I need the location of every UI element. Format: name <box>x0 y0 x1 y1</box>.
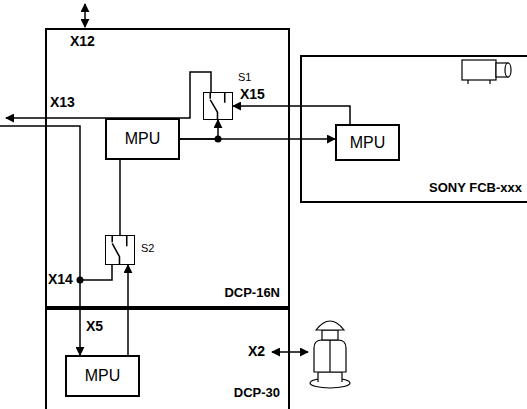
connector-label: X2 <box>248 343 265 359</box>
signal-line <box>180 120 218 139</box>
switch-box: S2 <box>105 235 135 265</box>
mpu-label: MPU <box>85 367 121 385</box>
mpu-box: MPU <box>65 355 140 397</box>
signal-line <box>80 265 112 355</box>
x2-wire <box>272 351 308 353</box>
connector-label: X12 <box>70 33 95 49</box>
unit-box: SONY FCB-xxx MPU <box>300 55 527 203</box>
switch-symbol <box>106 236 134 264</box>
unit-name: DCP-16N <box>224 285 280 300</box>
x12-wire <box>84 4 86 27</box>
unit-box: DCP-16N S1MPU S2 <box>45 28 290 308</box>
pan-tilt-icon <box>310 321 350 388</box>
signal-line <box>119 160 121 235</box>
mpu-label: MPU <box>125 130 161 148</box>
mpu-label: MPU <box>350 134 386 152</box>
switch-box: S1 <box>203 92 233 120</box>
connector-label: X15 <box>240 86 265 102</box>
unit-name: SONY FCB-xxx <box>429 180 522 195</box>
mpu-box: MPU <box>105 118 180 160</box>
junction-dot <box>215 136 222 143</box>
signal-line <box>233 106 350 124</box>
camera-icon <box>462 60 511 84</box>
signal-line <box>127 265 129 355</box>
connector-label: X14 <box>48 271 73 287</box>
mpu-box: MPU <box>335 124 400 161</box>
connector-label: X13 <box>50 94 75 110</box>
unit-name: DCP-30 <box>234 385 280 400</box>
switch-name: S1 <box>238 71 251 83</box>
switch-symbol <box>204 93 232 119</box>
connector-label: X5 <box>86 318 103 334</box>
switch-name: S2 <box>141 242 154 254</box>
x13-out-wire <box>6 72 211 118</box>
x13-in-wire <box>0 126 80 280</box>
